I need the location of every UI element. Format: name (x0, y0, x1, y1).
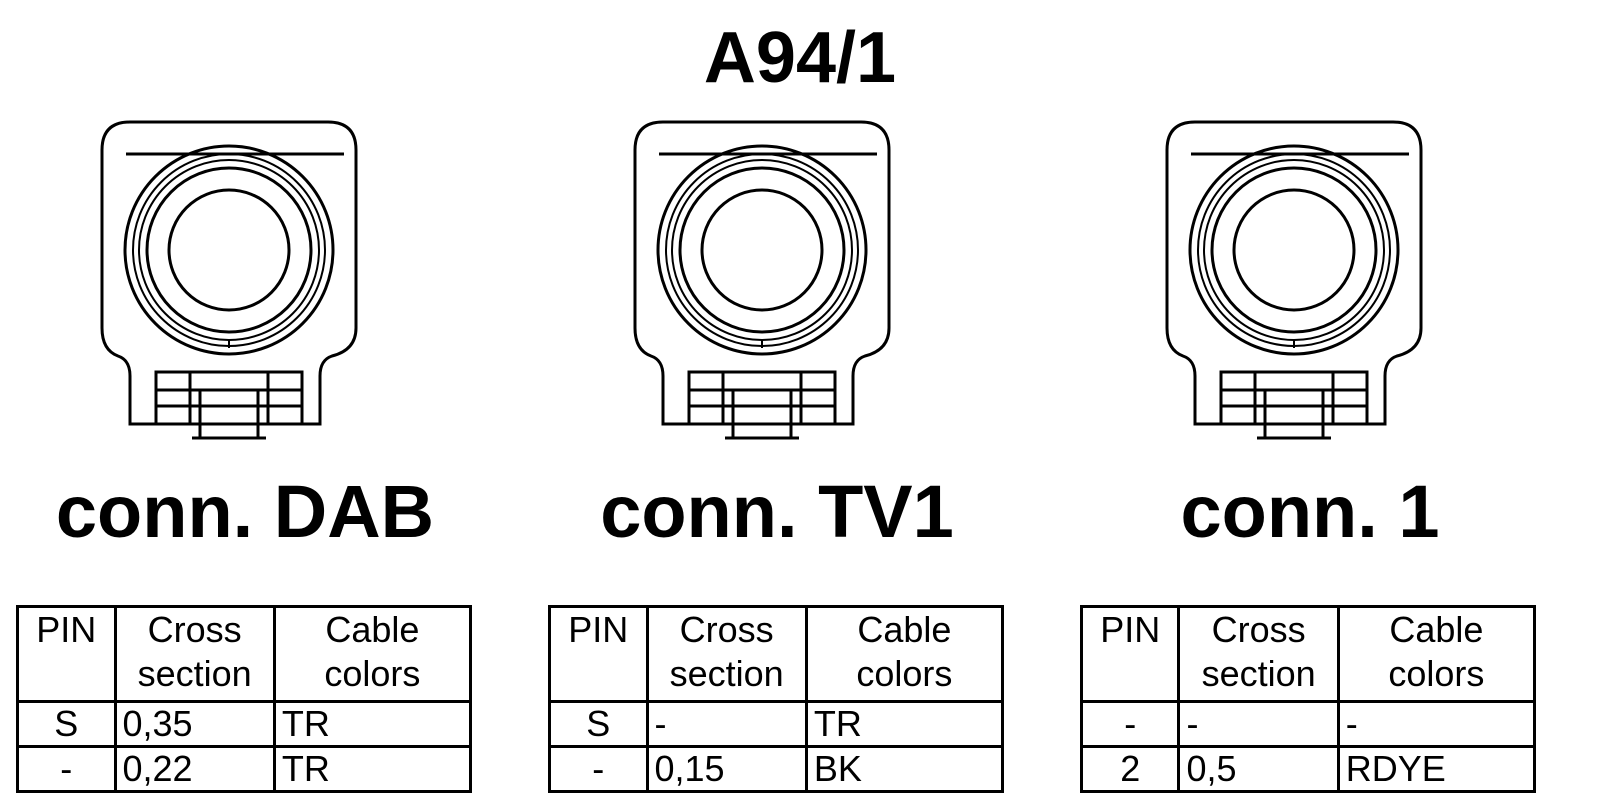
cell-pin: - (548, 745, 649, 793)
cell-pin: S (16, 700, 117, 748)
cell-cross-section: 0,5 (1177, 745, 1340, 793)
connector-drawing-tv1 (633, 118, 891, 456)
cell-cross-section: 0,15 (645, 745, 808, 793)
cell-color: TR (272, 745, 473, 793)
connector-label-tv1: conn. TV1 (600, 470, 954, 553)
connector-label-dab: conn. DAB (55, 470, 435, 553)
header-cross-line1: Cross (679, 609, 774, 650)
cell-pin: - (1079, 700, 1181, 748)
connector-tv1-icon (633, 120, 891, 440)
header-cable-line1: Cable (325, 609, 420, 650)
cell-cross-section: 0,35 (113, 700, 276, 748)
cell-color: TR (804, 700, 1005, 748)
header-cross-line1: Cross (1211, 609, 1306, 650)
cell-cross-section: - (1177, 700, 1340, 748)
cell-color: - (1336, 700, 1537, 748)
table-row: S - TR (548, 700, 1005, 748)
cell-pin: - (16, 745, 117, 793)
header-cable-line2: colors (856, 653, 953, 694)
connector-drawing-1 (1165, 118, 1423, 456)
cell-color: RDYE (1336, 745, 1537, 793)
header-cross-line1: Cross (147, 609, 242, 650)
header-cross-line2: section (669, 653, 784, 694)
cell-cross-section: - (645, 700, 808, 748)
cell-cross-section: 0,22 (113, 745, 276, 793)
cell-pin: S (548, 700, 649, 748)
connector-drawing-dab (100, 118, 358, 456)
header-cable-line2: colors (324, 653, 421, 694)
header-pin: PIN (16, 605, 117, 703)
table-row: S 0,35 TR (16, 700, 473, 748)
connector-1-icon (1165, 120, 1423, 440)
header-pin: PIN (1079, 605, 1181, 703)
cell-pin: 2 (1079, 745, 1181, 793)
diagram-title: A94/1 (703, 18, 897, 98)
header-cable-line1: Cable (1389, 609, 1484, 650)
header-cross-line2: section (137, 653, 252, 694)
table-row: - - - (1079, 700, 1537, 748)
table-row: 2 0,5 RDYE (1079, 745, 1537, 793)
table-row: - 0,22 TR (16, 745, 473, 793)
table-row: - 0,15 BK (548, 745, 1005, 793)
connector-dab-icon (100, 120, 358, 440)
cell-color: TR (272, 700, 473, 748)
header-cable-line1: Cable (857, 609, 952, 650)
header-cross-line2: section (1201, 653, 1316, 694)
cell-color: BK (804, 745, 1005, 793)
connector-label-1: conn. 1 (1180, 470, 1440, 553)
header-cable-line2: colors (1388, 653, 1485, 694)
header-pin: PIN (548, 605, 649, 703)
